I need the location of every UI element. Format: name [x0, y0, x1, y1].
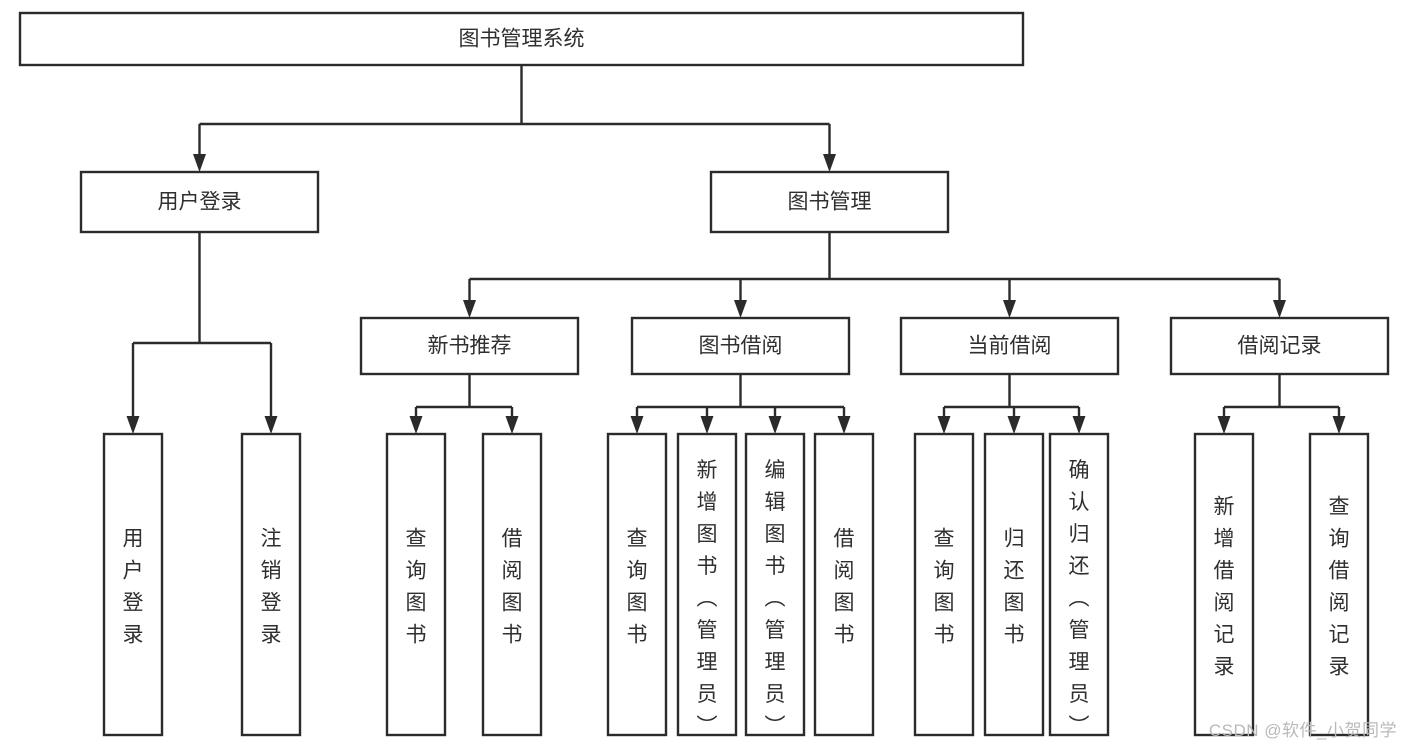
node-book-management-label: 图书管理: [788, 191, 872, 214]
node-leaf-return-book[interactable]: 归还图书: [983, 432, 1045, 737]
node-leaf-confirm-return-box: [1048, 432, 1110, 737]
node-leaf-add-book-box: [676, 432, 738, 737]
node-book-management[interactable]: 图书管理: [709, 170, 950, 234]
node-leaf-user-login[interactable]: 用户登录: [102, 432, 164, 737]
node-leaf-query-book-1-box: [385, 432, 447, 737]
node-borrow-record-box: [1169, 316, 1390, 376]
node-leaf-logout-label: 注销登录: [261, 527, 282, 646]
node-current-borrow[interactable]: 当前借阅: [899, 316, 1120, 376]
node-borrow-record-label: 借阅记录: [1238, 335, 1322, 358]
node-leaf-query-book-2-label: 查询图书: [627, 527, 648, 646]
node-user-login-label: 用户登录: [158, 191, 242, 214]
node-borrow-record[interactable]: 借阅记录: [1169, 316, 1390, 376]
node-leaf-user-login-label: 用户登录: [123, 527, 144, 646]
node-leaf-borrow-book-1[interactable]: 借阅图书: [481, 432, 543, 737]
node-leaf-add-record[interactable]: 新增借阅记录: [1193, 432, 1255, 737]
watermark-text: CSDN @软件_小贺同学: [1208, 721, 1397, 740]
node-leaf-logout-box: [240, 432, 302, 737]
node-new-book-recommend-box: [359, 316, 580, 376]
node-leaf-return-book-label: 归还图书: [1004, 527, 1025, 646]
node-leaf-return-book-box: [983, 432, 1045, 737]
node-leaf-query-record[interactable]: 查询借阅记录: [1308, 432, 1370, 737]
node-leaf-query-book-2[interactable]: 查询图书: [606, 432, 668, 737]
node-leaf-query-record-box: [1308, 432, 1370, 737]
node-leaf-borrow-book-1-box: [481, 432, 543, 737]
node-book-borrow-label: 图书借阅: [699, 335, 783, 358]
node-current-borrow-label: 当前借阅: [968, 335, 1052, 358]
node-user-login[interactable]: 用户登录: [79, 170, 320, 234]
node-root-system-label: 图书管理系统: [459, 28, 585, 51]
node-leaf-query-book-1[interactable]: 查询图书: [385, 432, 447, 737]
node-book-management-box: [709, 170, 950, 234]
node-book-borrow-box: [630, 316, 851, 376]
node-leaf-edit-book-box: [744, 432, 806, 737]
node-leaf-borrow-book-1-label: 借阅图书: [502, 527, 523, 646]
node-new-book-recommend[interactable]: 新书推荐: [359, 316, 580, 376]
node-leaf-add-book-label: 新增图书︵管理员︶: [697, 459, 718, 738]
node-leaf-query-book-2-box: [606, 432, 668, 737]
node-leaf-borrow-book-2-label: 借阅图书: [834, 527, 855, 646]
node-book-borrow[interactable]: 图书借阅: [630, 316, 851, 376]
node-leaf-query-record-label: 查询借阅记录: [1329, 495, 1350, 678]
node-leaf-edit-book-label: 编辑图书︵管理员︶: [765, 459, 786, 738]
node-leaf-add-record-box: [1193, 432, 1255, 737]
edge-layer: [126, 65, 1346, 434]
node-leaf-confirm-return-label: 确认归还︵管理员︶: [1069, 459, 1090, 738]
node-leaf-query-book-3-box: [913, 432, 975, 737]
node-leaf-add-record-label: 新增借阅记录: [1214, 495, 1235, 678]
node-leaf-add-book[interactable]: 新增图书︵管理员︶: [676, 432, 738, 738]
node-leaf-user-login-box: [102, 432, 164, 737]
node-new-book-recommend-label: 新书推荐: [428, 335, 512, 358]
node-leaf-logout[interactable]: 注销登录: [240, 432, 302, 737]
node-user-login-box: [79, 170, 320, 234]
node-root-system[interactable]: 图书管理系统: [18, 11, 1025, 67]
node-leaf-confirm-return[interactable]: 确认归还︵管理员︶: [1048, 432, 1110, 738]
node-leaf-edit-book[interactable]: 编辑图书︵管理员︶: [744, 432, 806, 738]
node-leaf-borrow-book-2-box: [813, 432, 875, 737]
node-leaf-query-book-3[interactable]: 查询图书: [913, 432, 975, 737]
node-layer: 图书管理系统用户登录图书管理新书推荐图书借阅当前借阅借阅记录用户登录注销登录查询…: [18, 11, 1390, 738]
node-root-system-box: [18, 11, 1025, 67]
node-leaf-query-book-1-label: 查询图书: [406, 527, 427, 646]
node-current-borrow-box: [899, 316, 1120, 376]
node-leaf-borrow-book-2[interactable]: 借阅图书: [813, 432, 875, 737]
node-leaf-query-book-3-label: 查询图书: [934, 527, 955, 646]
